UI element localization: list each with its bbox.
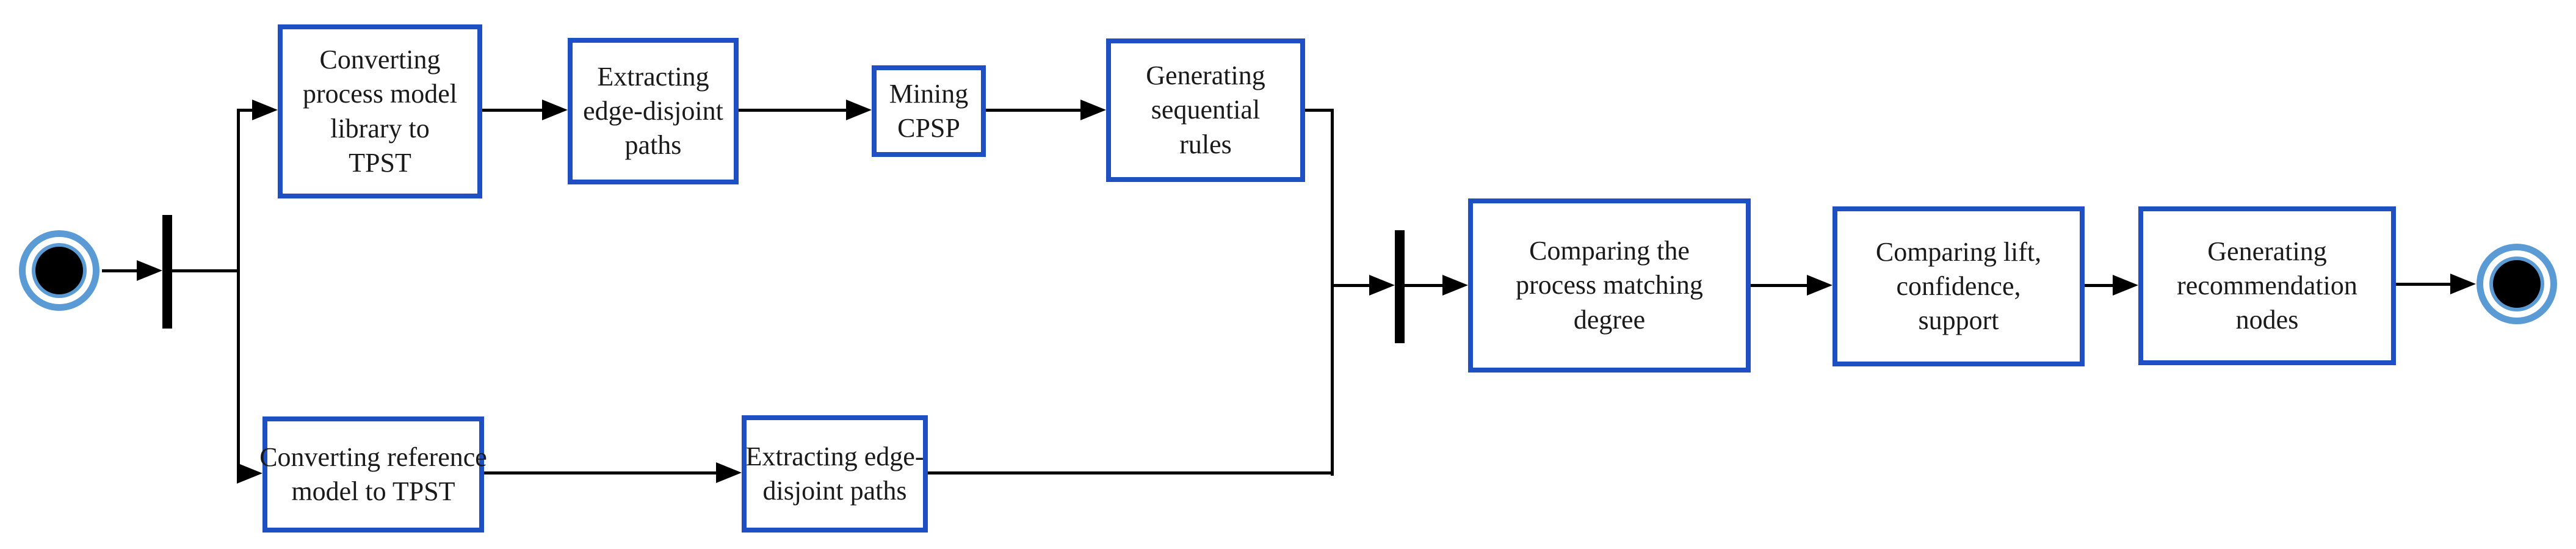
label-line: TPST	[349, 147, 411, 178]
branch-line	[237, 109, 240, 475]
arrowhead-icon	[1442, 275, 1468, 296]
arrowhead-icon	[716, 462, 742, 483]
activity-convert-reference-model: Converting reference model to TPST	[259, 416, 487, 533]
label-line: degree	[1573, 304, 1646, 335]
arrowhead-icon	[846, 100, 872, 120]
activity-mining-cpsp: Mining CPSP	[872, 65, 986, 157]
label-line: Generating	[2207, 236, 2327, 266]
label-line: paths	[624, 130, 682, 161]
label-line: disjoint paths	[762, 476, 907, 506]
flow-line	[482, 109, 545, 112]
label-line: Extracting	[597, 61, 709, 92]
flow-line	[2396, 283, 2454, 286]
label-line: process model	[303, 79, 457, 109]
merge-line	[1331, 109, 1334, 476]
label-line: nodes	[2235, 305, 2299, 335]
label-line: Extracting edge-	[745, 441, 924, 471]
flow-line	[172, 269, 239, 272]
label-line: Mining	[889, 78, 969, 109]
label-line: Comparing lift,	[1875, 236, 2042, 267]
flow-line	[1305, 109, 1334, 112]
flow-line	[1751, 284, 1809, 287]
arrowhead-icon	[2113, 275, 2138, 296]
activity-comparing-process-matching-degree: Comparing the process matching degree	[1468, 198, 1751, 373]
label-line: library to	[330, 113, 430, 144]
fork-bar	[162, 215, 172, 329]
activity-generating-recommendation-nodes: Generating recommendation nodes	[2138, 206, 2396, 365]
label-line: Generating	[1146, 60, 1265, 91]
arrowhead-icon	[252, 100, 278, 120]
label-line: Converting	[319, 44, 441, 75]
flow-line	[928, 471, 1333, 474]
flow-line	[102, 269, 139, 272]
label-line: sequential	[1151, 95, 1261, 125]
flow-line	[237, 109, 255, 112]
flow-line	[484, 471, 718, 474]
label-line: recommendation	[2177, 270, 2357, 300]
activity-generating-sequential-rules: Generating sequential rules	[1106, 38, 1305, 182]
activity-extract-edge-disjoint-paths-top: Extracting edge-disjoint paths	[568, 38, 739, 184]
activity-comparing-lift-confidence-support: Comparing lift, confidence, support	[1833, 206, 2085, 366]
label-line: confidence,	[1896, 271, 2021, 301]
flow-line	[986, 109, 1084, 112]
label-line: process matching	[1516, 270, 1703, 300]
arrowhead-icon	[1369, 275, 1395, 296]
activity-extract-edge-disjoint-paths-bottom: Extracting edge- disjoint paths	[742, 415, 928, 533]
flow-line	[739, 109, 848, 112]
label-line: rules	[1179, 129, 1232, 159]
arrowhead-icon	[1080, 100, 1106, 120]
arrowhead-icon	[1807, 275, 1833, 296]
label-line: support	[1918, 305, 1999, 336]
flow-line	[2085, 284, 2115, 287]
arrowhead-icon	[542, 100, 568, 120]
label-line: edge-disjoint	[583, 95, 723, 126]
flow-line	[1405, 284, 1445, 287]
label-line: model to TPST	[291, 476, 455, 506]
activity-convert-process-model-library: Converting process model library to TPST	[278, 24, 482, 198]
label-line: CPSP	[897, 113, 960, 143]
flow-line	[1333, 284, 1372, 287]
arrowhead-icon	[237, 463, 262, 484]
arrowhead-icon	[137, 260, 162, 281]
initial-node-icon	[32, 243, 87, 298]
arrowhead-icon	[2450, 274, 2476, 294]
final-node-icon	[2489, 256, 2544, 311]
label-line: Comparing the	[1529, 236, 1690, 266]
join-bar	[1395, 230, 1405, 343]
label-line: Converting reference	[259, 442, 487, 472]
